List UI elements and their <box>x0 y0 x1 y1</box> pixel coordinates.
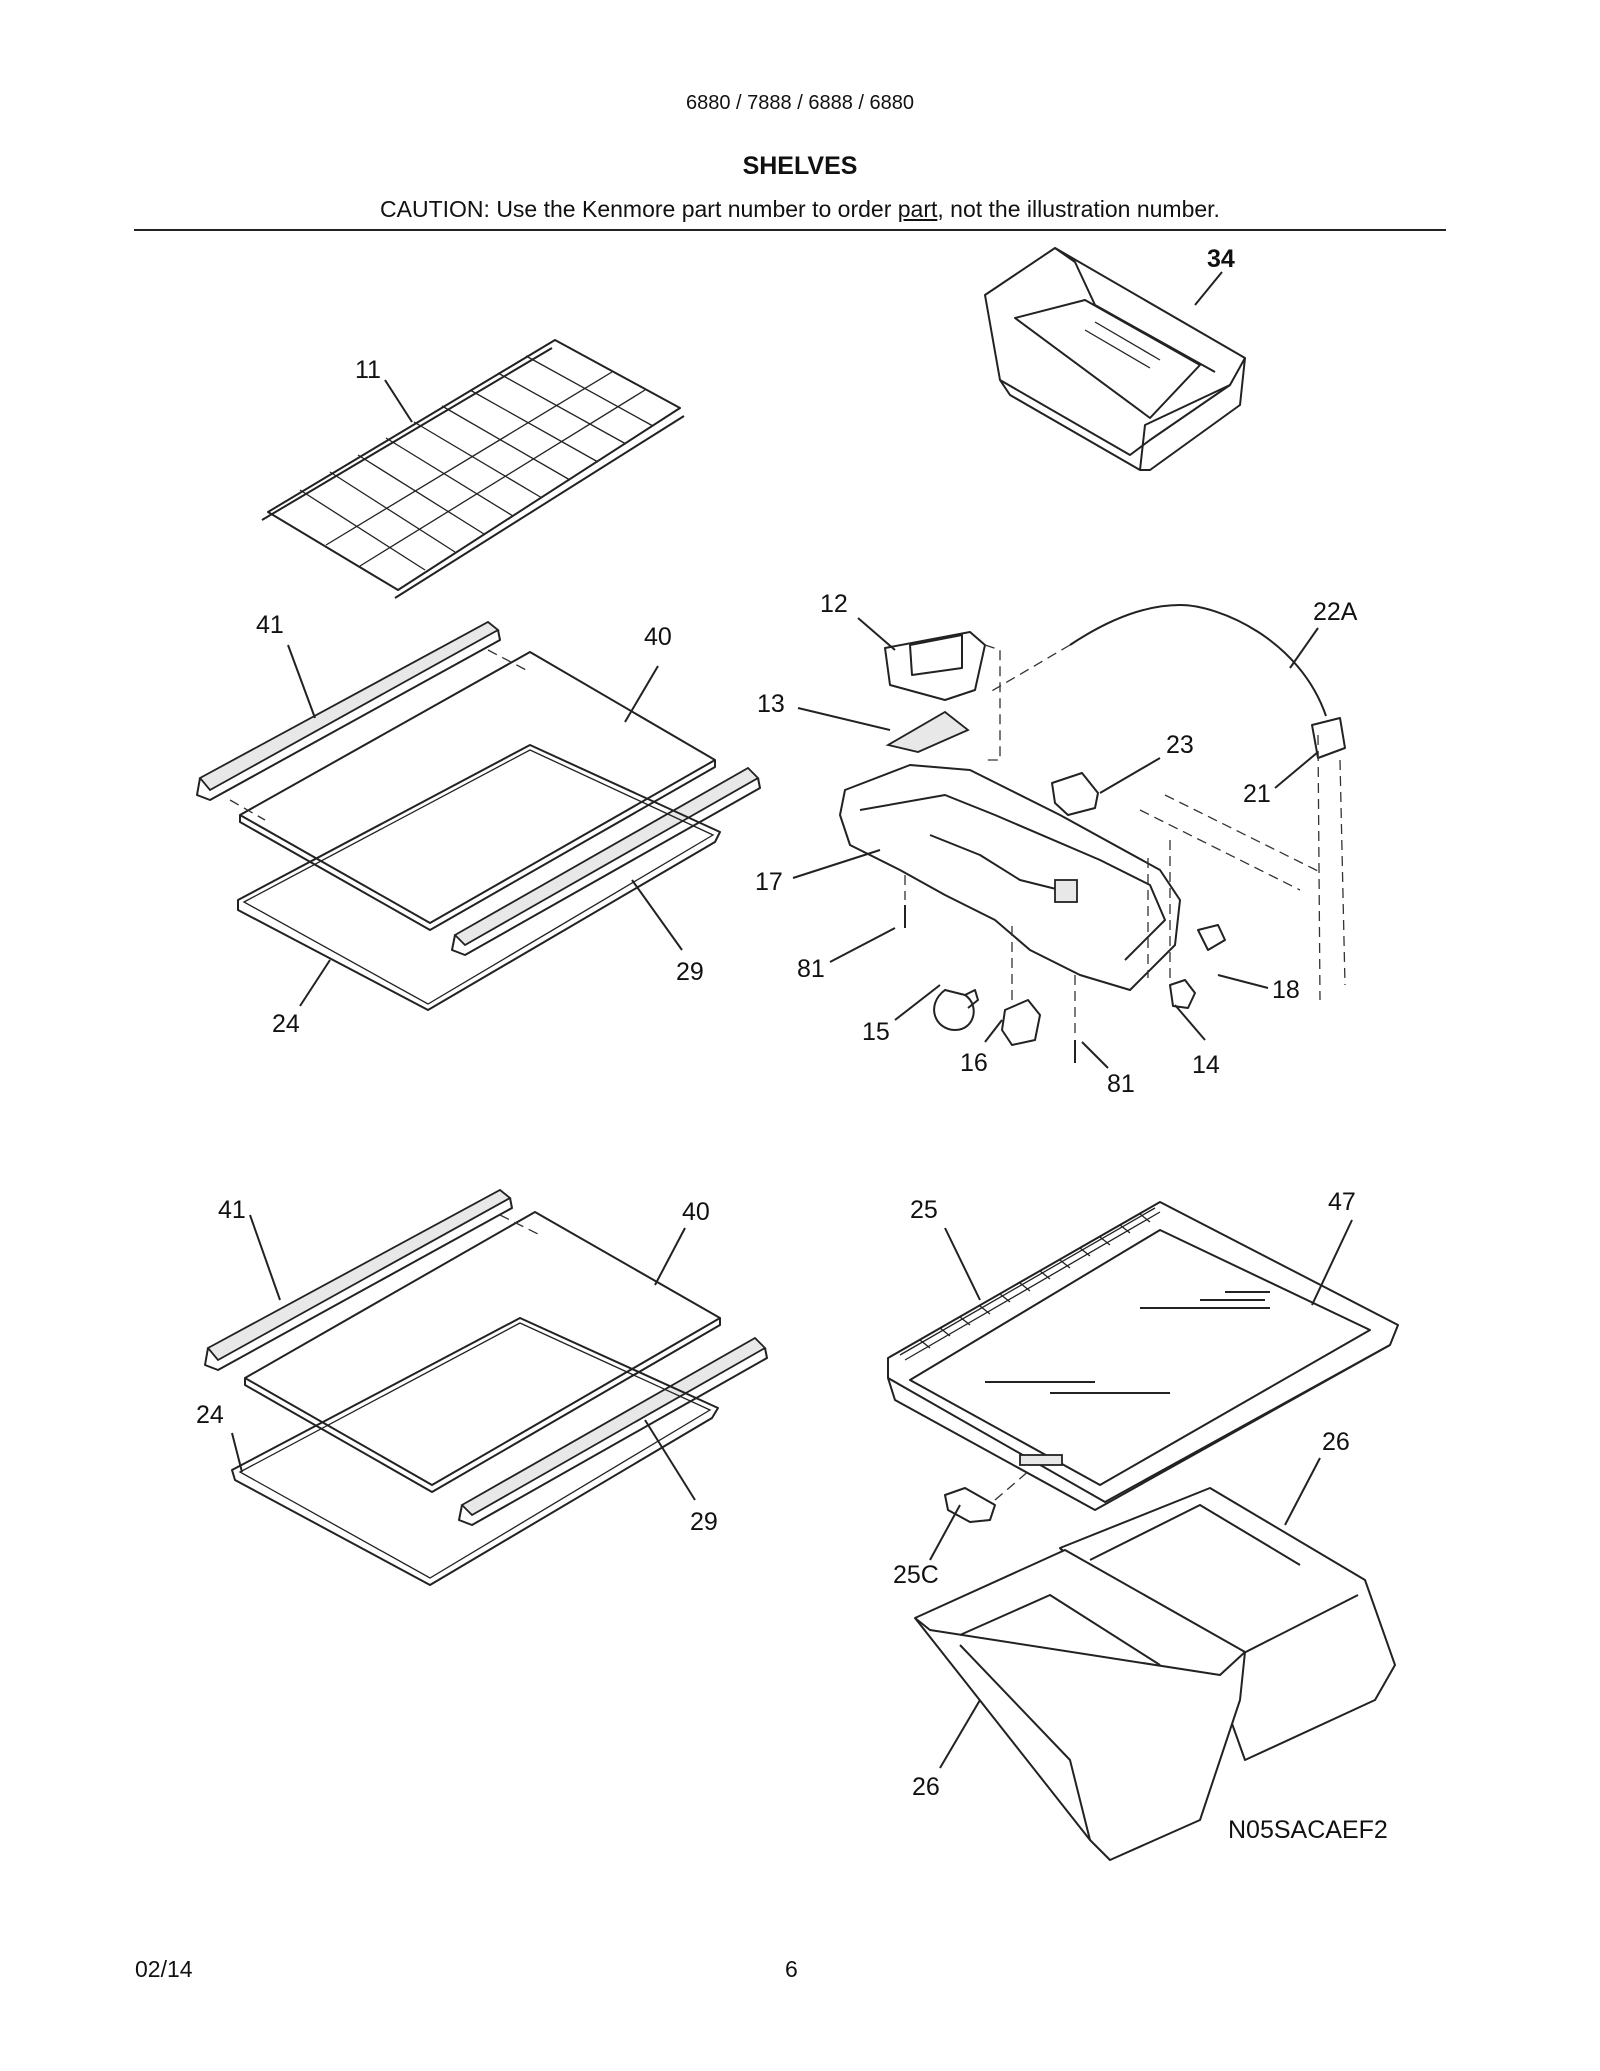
control-housing-assembly <box>839 604 1346 1063</box>
caution-underlined-word: part <box>897 196 938 222</box>
callout-24-upper: 24 <box>272 1010 300 1038</box>
callout-47: 47 <box>1328 1188 1356 1216</box>
crisper-cover-assembly <box>887 1201 1399 1523</box>
callout-12: 12 <box>820 590 848 618</box>
leader-29b <box>644 1419 696 1501</box>
leader-11 <box>384 379 413 423</box>
bin-34 <box>984 247 1246 471</box>
callout-81-left: 81 <box>797 955 825 983</box>
callout-41-lower: 41 <box>218 1196 246 1224</box>
caution-text: CAUTION: Use the Kenmore part number to … <box>0 196 1600 223</box>
leader-40a <box>624 665 659 723</box>
caution-prefix: CAUTION: Use the Kenmore part number to … <box>380 196 898 222</box>
vent-slots <box>919 1213 1151 1349</box>
leader-81b <box>1081 1041 1109 1069</box>
caution-suffix: , not the illustration number. <box>937 196 1220 222</box>
callout-34: 34 <box>1207 245 1235 273</box>
callout-15: 15 <box>862 1018 890 1046</box>
callout-26-lower: 26 <box>912 1773 940 1801</box>
footer-page-number: 6 <box>785 1956 798 1982</box>
leader-41b <box>249 1214 281 1301</box>
callout-16: 16 <box>960 1049 988 1077</box>
diagram-code: N05SACAEF2 <box>1228 1816 1388 1844</box>
leader-40b <box>654 1227 686 1286</box>
callout-29-upper: 29 <box>676 958 704 986</box>
crisper-drawers-26 <box>914 1487 1396 1861</box>
callout-40-upper: 40 <box>644 623 672 651</box>
callout-81-right: 81 <box>1107 1070 1135 1098</box>
callout-17: 17 <box>755 868 783 896</box>
callout-11: 11 <box>355 356 381 384</box>
leader-14 <box>1174 1004 1206 1041</box>
shelf-assembly-lower <box>204 1188 768 1586</box>
callout-41-upper: 41 <box>256 611 284 639</box>
leader-21 <box>1274 751 1319 789</box>
leader-25 <box>944 1227 981 1301</box>
leader-24a <box>299 959 331 1007</box>
leader-16 <box>984 1019 1003 1043</box>
callout-25: 25 <box>910 1196 938 1224</box>
leader-26a <box>1284 1457 1321 1526</box>
leader-15 <box>894 984 941 1021</box>
callout-24-lower: 24 <box>196 1401 224 1429</box>
model-numbers: 6880 / 7888 / 6888 / 6880 <box>686 92 914 114</box>
footer-date: 02/14 <box>135 1956 193 1982</box>
callout-14: 14 <box>1192 1051 1220 1079</box>
leader-29a <box>631 879 683 951</box>
leader-47 <box>1311 1219 1353 1306</box>
leader-24b <box>231 1432 243 1473</box>
callout-23: 23 <box>1166 731 1194 759</box>
leader-22A <box>1289 627 1319 669</box>
callout-13: 13 <box>757 690 785 718</box>
callout-29-lower: 29 <box>690 1508 718 1536</box>
callout-22A: 22A <box>1313 598 1358 626</box>
leader-81a <box>829 927 896 963</box>
leader-13 <box>797 707 891 731</box>
callout-18: 18 <box>1272 976 1300 1004</box>
leader-12 <box>857 617 896 651</box>
leader-17 <box>792 849 881 879</box>
header-rule <box>134 229 1446 231</box>
callout-21: 21 <box>1243 780 1271 808</box>
leader-25C <box>929 1504 961 1561</box>
wire-shelf-11 <box>261 339 685 599</box>
leader-41a <box>287 644 316 719</box>
leader-34 <box>1194 271 1223 306</box>
leader-26b <box>939 1699 981 1769</box>
leader-18 <box>1217 974 1269 989</box>
callout-25C: 25C <box>893 1561 939 1589</box>
shelf-assembly-upper <box>196 620 761 1011</box>
callout-26-upper: 26 <box>1322 1428 1350 1456</box>
leader-23 <box>1099 757 1161 794</box>
section-title: SHELVES <box>742 152 858 180</box>
callout-40-lower: 40 <box>682 1198 710 1226</box>
